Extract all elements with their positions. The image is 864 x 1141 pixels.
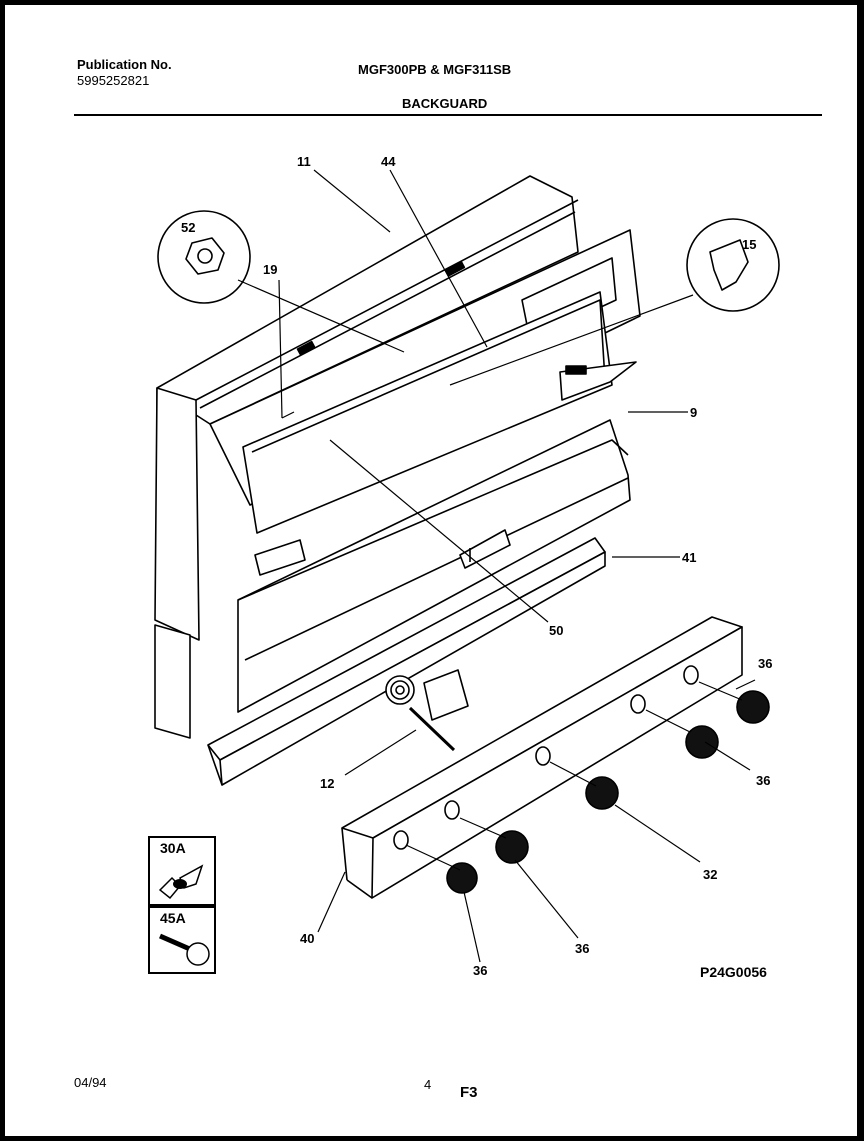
leader-lines xyxy=(237,169,756,963)
section-title: BACKGUARD xyxy=(402,96,488,111)
thermostat xyxy=(385,669,469,752)
trim-frame xyxy=(242,291,613,534)
callout-52: 52 xyxy=(181,220,196,235)
callout-36-right: 36 xyxy=(756,773,771,788)
clip-icon xyxy=(709,239,749,291)
end-bracket xyxy=(559,361,637,401)
callout-15: 15 xyxy=(742,237,757,252)
legend-label-30a: 30A xyxy=(160,840,186,856)
bolt-icon xyxy=(158,933,210,966)
backguard-housing xyxy=(154,175,579,739)
callout-40: 40 xyxy=(300,931,315,946)
callout-36-bottom: 36 xyxy=(473,963,488,978)
callout-50: 50 xyxy=(549,623,564,638)
control-panel xyxy=(341,616,743,899)
model-title: MGF300PB & MGF311SB xyxy=(358,62,512,77)
callout-41: 41 xyxy=(682,550,697,565)
callout-36-middle: 36 xyxy=(575,941,590,956)
header-rule xyxy=(74,114,822,116)
publication-number: 5995252821 xyxy=(77,73,150,88)
footer-page-number: 4 xyxy=(424,1077,432,1092)
legend-label-45a: 45A xyxy=(160,910,186,926)
drawing-code: P24G0056 xyxy=(700,964,767,980)
footer-date: 04/94 xyxy=(74,1075,107,1090)
callout-32: 32 xyxy=(703,867,718,882)
callout-12: 12 xyxy=(320,776,335,791)
legend-box-30a: 30A xyxy=(148,836,216,906)
callout-19: 19 xyxy=(263,262,278,277)
callout-44: 44 xyxy=(381,154,396,169)
control-knobs xyxy=(446,690,770,894)
legend-box-45a: 45A xyxy=(148,906,216,974)
rear-panel xyxy=(237,419,631,713)
nut-icon xyxy=(185,237,225,275)
mounting-channel xyxy=(207,537,606,786)
publication-label: Publication No. xyxy=(77,57,172,72)
wing-nut-icon xyxy=(158,864,204,900)
callout-9: 9 xyxy=(690,405,698,420)
footer-section-code: F3 xyxy=(460,1084,478,1101)
callout-36-top: 36 xyxy=(758,656,773,671)
callout-11: 11 xyxy=(297,154,311,169)
nut-hole xyxy=(197,248,213,264)
